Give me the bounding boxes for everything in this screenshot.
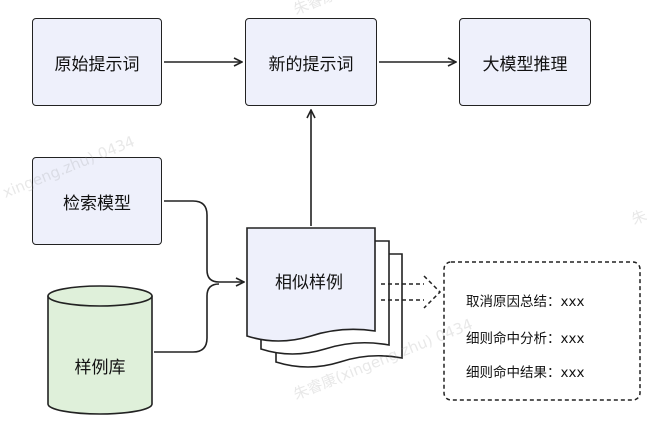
original-prompt-box: 原始提示词 [32,18,162,106]
note-rule-hit-analysis: 细则命中分析：xxx [466,331,585,347]
notes-dashed-box [443,261,641,401]
retrieval-model-box: 检索模型 [32,157,162,245]
similar-examples-label: 相似样例 [275,272,343,293]
dashed-arrow-to-notes [381,275,442,309]
example-library-label: 样例库 [74,357,126,378]
database-cylinder-shape [47,285,153,415]
new-prompt-label: 新的提示词 [268,54,354,75]
note-cancel-reason: 取消原因总结：xxx [466,294,585,310]
connector-library-to-examples [154,283,220,353]
original-prompt-label: 原始提示词 [54,54,140,75]
new-prompt-box: 新的提示词 [245,18,377,106]
llm-inference-label: 大模型推理 [482,54,568,75]
note-rule-hit-result: 细则命中结果：xxx [466,365,585,381]
document-stack-shape [246,227,403,368]
llm-inference-box: 大模型推理 [459,18,591,106]
arrow-retrieval-to-examples [164,200,244,282]
retrieval-model-label: 检索模型 [63,193,131,214]
